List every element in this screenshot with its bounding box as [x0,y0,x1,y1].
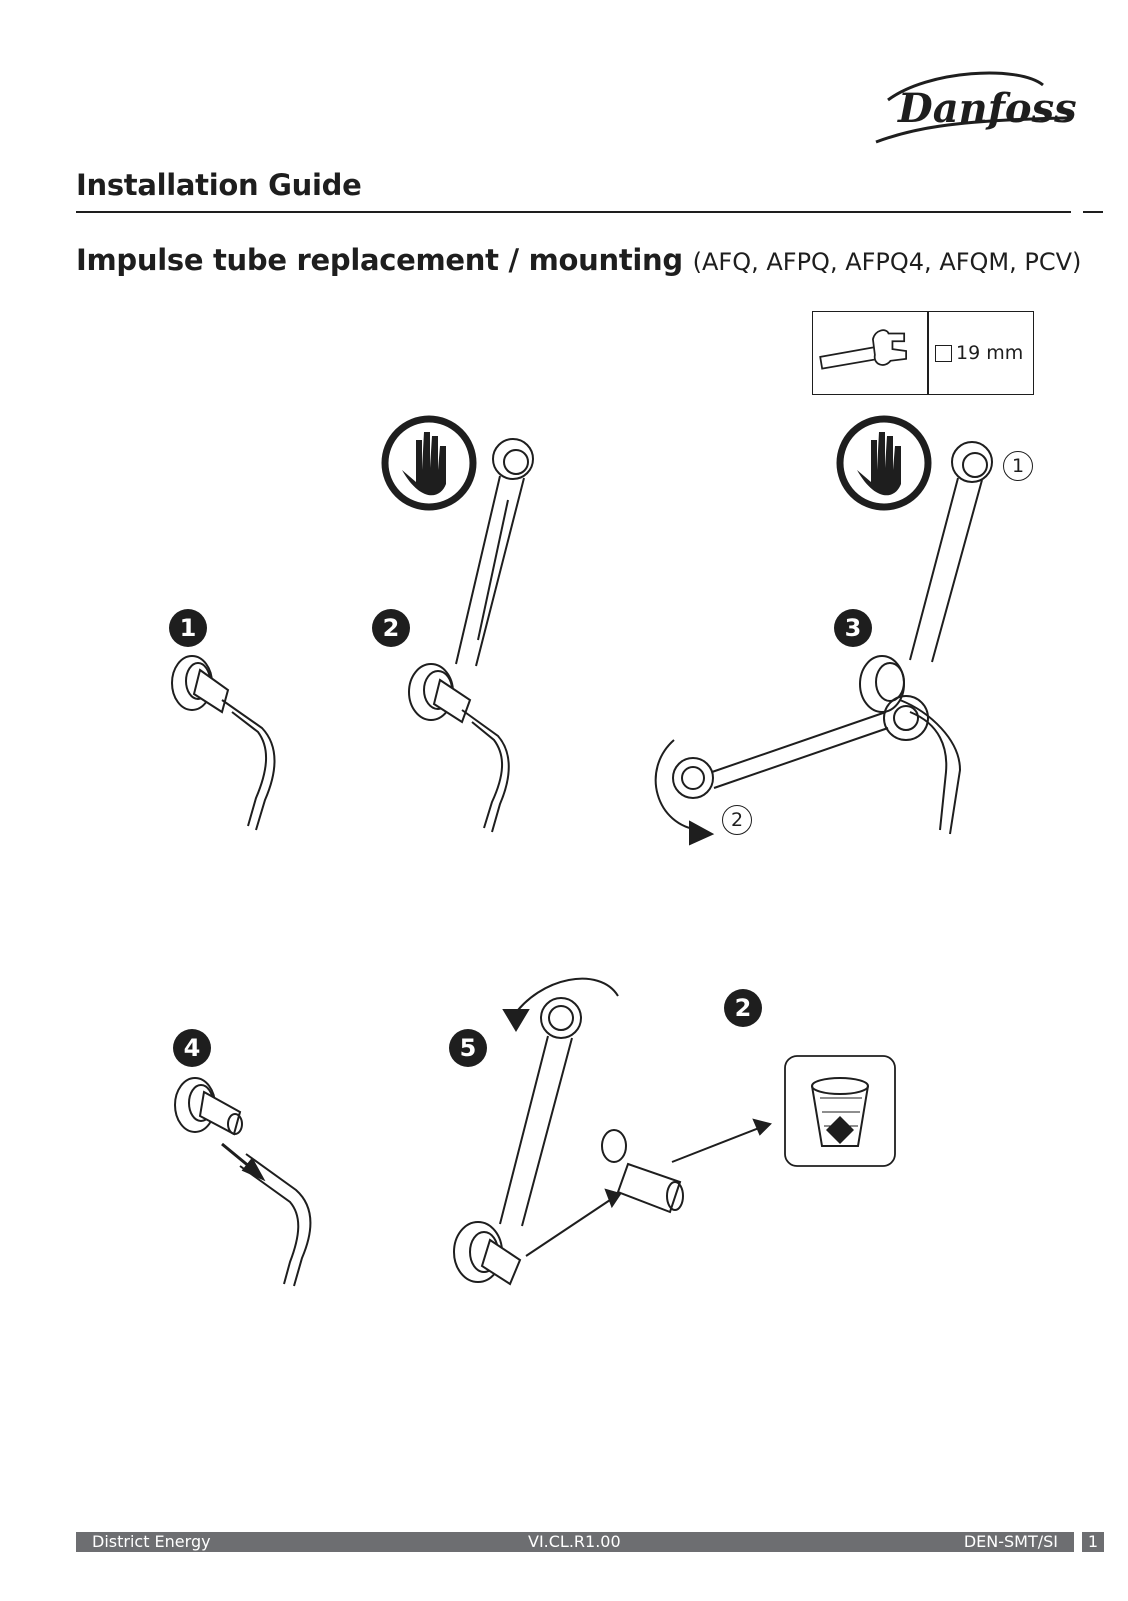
footer-bar: District Energy VI.CL.R1.00 DEN-SMT/SI [76,1532,1074,1552]
wrench-step-5 [453,977,772,1286]
footer-department: DEN-SMT/SI [963,1532,1058,1551]
tool-box-divider [927,312,929,394]
logo-wordmark: Danfoss [897,85,1077,132]
header-rule [76,211,1071,213]
danfoss-logo: Danfoss [875,71,1077,144]
waste-bin-icon [784,1055,896,1167]
hand-stop-icon [381,415,477,511]
page-number: 1 [1082,1532,1104,1552]
step-badge-2: 2 [372,609,410,647]
hand-stop-icon [836,415,932,511]
step-badge-2b: 2 [724,989,762,1027]
wrench-size: 19 mm [935,342,1023,364]
square-icon [935,344,952,362]
step-badge-1: 1 [169,609,207,647]
fitting-step-4 [174,1077,312,1287]
wrench-step-2 [408,438,534,833]
wrench-size-label: 19 mm [956,342,1024,364]
step-badge-3: 3 [834,609,872,647]
section-title: Installation Guide [76,168,362,202]
callout-1: 1 [1003,451,1033,481]
wrench-step-3 [654,441,993,846]
callout-2: 2 [722,805,752,835]
step-badge-4: 4 [173,1029,211,1067]
page-heading: Impulse tube replacement / mounting (AFQ… [76,243,1081,277]
heading-main: Impulse tube replacement / mounting [76,243,683,277]
footer-division: District Energy [92,1532,211,1551]
heading-models: (AFQ, AFPQ, AFPQ4, AFQM, PCV) [692,248,1082,276]
footer-document-code: VI.CL.R1.00 [528,1532,621,1551]
header-rule-short [1083,211,1103,213]
fitting-step-1 [171,655,276,831]
tool-requirement-box: 19 mm [812,311,1034,395]
step-badge-5: 5 [449,1029,487,1067]
open-end-wrench-icon [819,329,907,370]
